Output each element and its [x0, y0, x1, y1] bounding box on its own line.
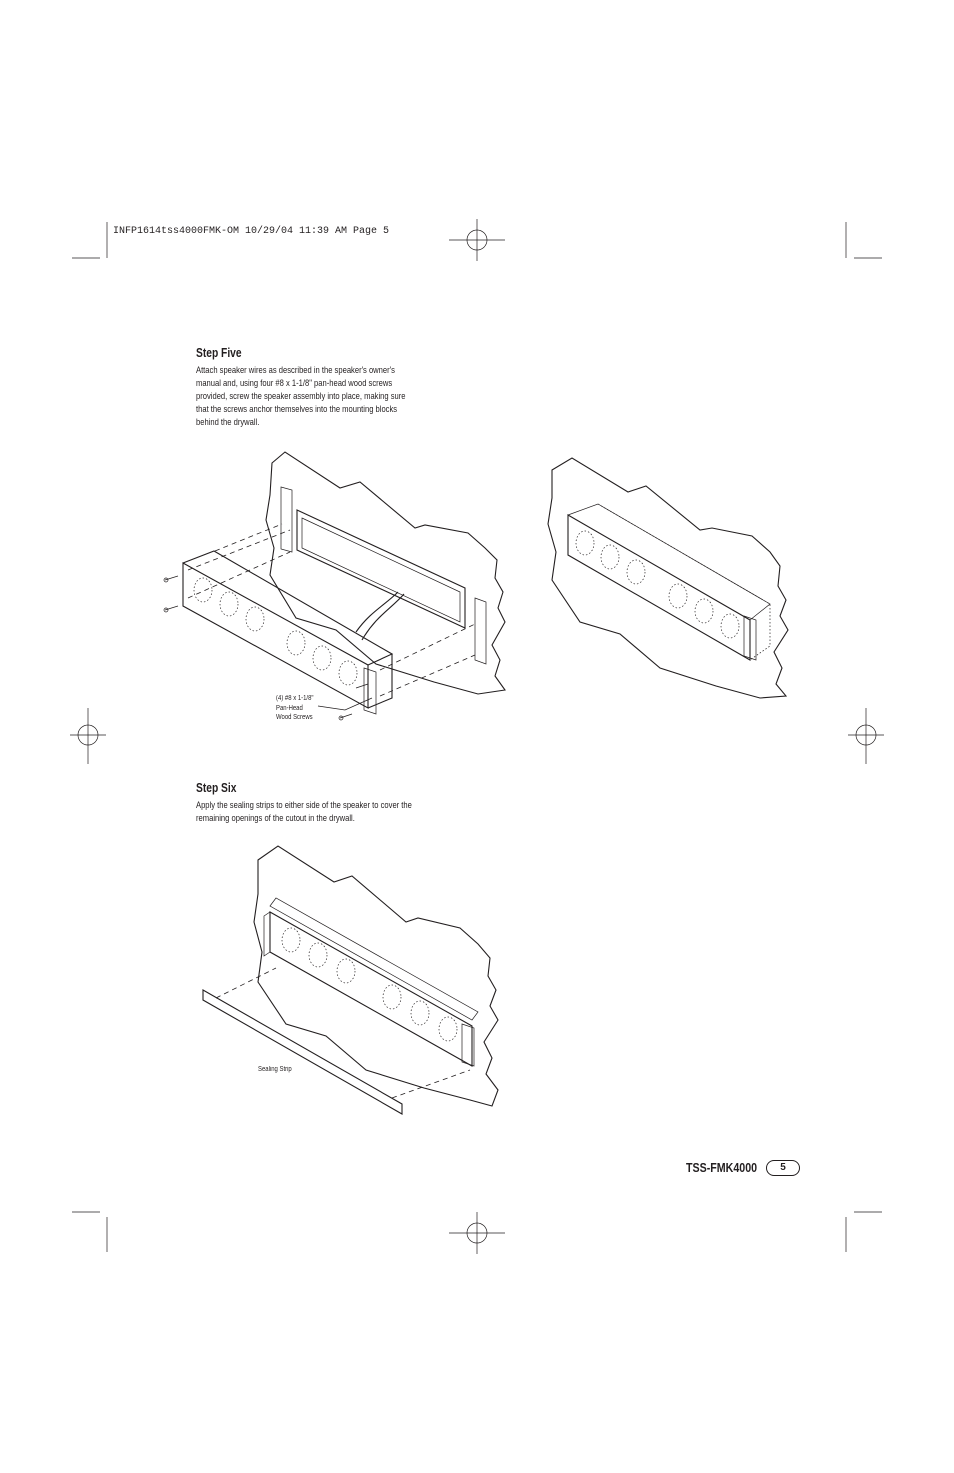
footer-model-name: TSS-FMK4000 — [686, 1160, 758, 1175]
sealing-strip-callout: Sealing Strip — [258, 1066, 292, 1073]
page-number: 5 — [766, 1160, 800, 1176]
step-five-title: Step Five — [196, 346, 242, 360]
step-six-body: Apply the sealing strips to either side … — [196, 800, 412, 825]
step-five-body: Attach speaker wires as described in the… — [196, 365, 406, 429]
print-slug: INFP1614tss4000FMK-OM 10/29/04 11:39 AM … — [113, 226, 390, 237]
step-six-title: Step Six — [196, 781, 237, 795]
screws-callout: (4) #8 x 1-1/8" Pan-Head Wood Screws — [276, 695, 314, 721]
